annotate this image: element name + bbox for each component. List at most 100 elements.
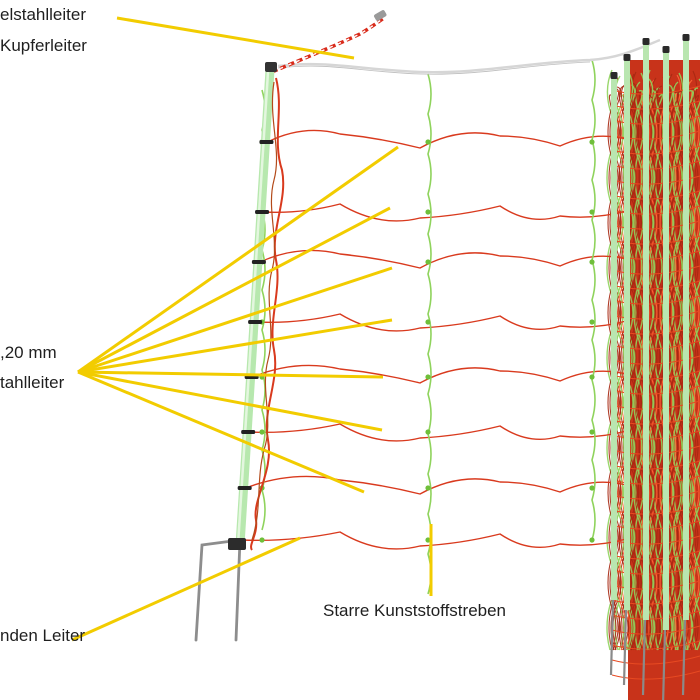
post-spike [194, 538, 242, 642]
label-bottom-left: nden Leiter [0, 626, 86, 645]
roll-strand-59 [656, 85, 666, 651]
strut-1-knot-2 [425, 209, 431, 215]
callout-lines [71, 16, 433, 642]
roll-ring-19 [611, 355, 700, 365]
roll-strand-37 [634, 81, 644, 651]
top-conductor [277, 38, 661, 74]
conductor-row-5 [252, 364, 631, 384]
roll-ring-2 [611, 100, 700, 110]
post-clip-6 [241, 430, 256, 434]
roll-ring-27 [611, 475, 700, 485]
roll-ring-37 [611, 625, 700, 635]
roll-post-spike-5 [681, 619, 687, 696]
roll-strand-17 [638, 90, 648, 651]
post-clip-2 [255, 210, 270, 214]
post-clip-4 [248, 320, 263, 324]
conductor-row-6 [249, 423, 631, 442]
roll-ring-16 [611, 310, 700, 320]
connection-lead [271, 16, 385, 74]
post-clip-3 [251, 260, 266, 264]
roll-post-2 [624, 60, 630, 610]
roll-ring-29 [611, 505, 700, 515]
left-post [194, 62, 285, 642]
callout-fan-4 [77, 318, 393, 374]
callout-fan-2 [77, 206, 391, 374]
roll-ring-8 [611, 190, 700, 200]
roll-ring-25 [611, 445, 700, 455]
roll-post-3 [643, 44, 649, 620]
roll-post-spike-3 [641, 619, 647, 696]
strut-3-knot-8 [259, 537, 265, 543]
strut-1-knot-7 [425, 485, 431, 491]
roll-post-cap-3 [642, 38, 650, 45]
callout-fan-5 [77, 370, 384, 379]
roll-ring-14 [611, 280, 700, 290]
strut-2-knot-4 [589, 319, 595, 325]
roll-post-5 [683, 40, 689, 620]
roll-ring-26 [611, 460, 700, 470]
roll-ring-7 [611, 175, 700, 185]
roll-ring-21 [611, 385, 700, 395]
strut-2-knot-8 [589, 537, 595, 543]
roll-strand-38 [647, 88, 658, 651]
roll-ring-10 [611, 220, 700, 230]
callout-fan-7 [77, 370, 365, 494]
conductor-row-1 [267, 129, 631, 149]
roll-ring-6 [611, 160, 700, 170]
roll-ring-1 [611, 85, 700, 95]
roll-ring-22 [611, 400, 700, 410]
roll-ring-5 [611, 145, 700, 155]
roll-ring-13 [611, 265, 700, 275]
roll-strand-26 [667, 92, 678, 651]
strut-1-knot-8 [425, 537, 431, 543]
roll-post-4 [663, 52, 669, 630]
post-rod-highlight [236, 71, 270, 546]
roll-ring-34 [611, 580, 700, 590]
strut-2-knot-6 [589, 429, 595, 435]
roll-strand-29 [618, 85, 628, 651]
strut-3-knot-6 [259, 429, 265, 435]
roll-ring-12 [611, 250, 700, 260]
post-cap [265, 62, 277, 72]
roll-ring-15 [611, 295, 700, 305]
roll-strand-16 [625, 84, 636, 651]
roll-post-cap-5 [682, 34, 690, 41]
roll-ring-36 [611, 610, 700, 620]
roll-post-1 [611, 78, 617, 600]
label-top-line2: Kupferleiter [0, 36, 87, 55]
roll-strand-63 [620, 83, 630, 651]
roll-ring-4 [611, 130, 700, 140]
conductor-row-7 [245, 475, 631, 495]
post-footplate [228, 538, 246, 550]
callout-fan-3 [77, 266, 393, 374]
roll-ring-28 [611, 490, 700, 500]
strut-1-knot-1 [425, 139, 431, 145]
post-conductor-2 [251, 81, 278, 541]
horizontal-conductors [242, 129, 631, 550]
roll-strand-33 [670, 83, 680, 651]
roll-post-spike-1 [609, 599, 615, 676]
roll-strand-1 [606, 69, 616, 651]
callout-fan-6 [77, 370, 383, 432]
roll-ring-32 [611, 550, 700, 560]
post-conductor [250, 77, 285, 551]
roll-ring-17 [611, 325, 700, 335]
strut-1-knot-5 [425, 374, 431, 380]
strut-1-knot-3 [425, 259, 431, 265]
roll-strand-52 [653, 93, 664, 651]
conductor-row-2 [263, 203, 631, 222]
roll-strand-5 [658, 94, 668, 651]
strut-2-knot-5 [589, 374, 595, 380]
roll-strand-3 [632, 83, 642, 651]
roll-strand-4 [645, 89, 656, 651]
strut-1 [427, 73, 432, 595]
roll-ring-31 [611, 535, 700, 545]
roll-ring-38 [611, 640, 700, 650]
roll-ring-30 [611, 520, 700, 530]
roll-strand-14 [687, 70, 698, 651]
conductor-row-3 [259, 249, 631, 269]
strut-2-knot-2 [589, 209, 595, 215]
roll-strand-50 [627, 82, 638, 651]
roll-ring-39 [611, 655, 700, 665]
